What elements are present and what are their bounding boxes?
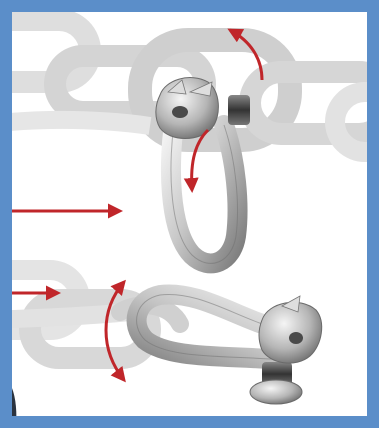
chain-link xyxy=(128,28,302,152)
top-arrows xyxy=(0,28,264,219)
chain-link xyxy=(19,289,161,369)
pin-head xyxy=(258,301,323,364)
pin-collar xyxy=(249,379,303,405)
pin-hole xyxy=(289,332,303,344)
shackle-bow-outline xyxy=(136,293,283,361)
down-arrow-icon xyxy=(183,128,210,193)
rotate-arrow-icon xyxy=(227,28,264,81)
bottom-shackle xyxy=(126,284,323,405)
pin-tab xyxy=(188,81,213,97)
top-shackle xyxy=(155,77,250,274)
pin-tab xyxy=(281,295,301,313)
chain-link xyxy=(9,110,152,135)
pin-tab xyxy=(167,79,187,95)
pin-thread xyxy=(228,95,250,125)
shackle-bow-outline xyxy=(170,117,238,264)
pin-hole xyxy=(172,106,188,118)
rotate-arrow-icon xyxy=(104,279,126,383)
chain-link xyxy=(0,303,131,329)
